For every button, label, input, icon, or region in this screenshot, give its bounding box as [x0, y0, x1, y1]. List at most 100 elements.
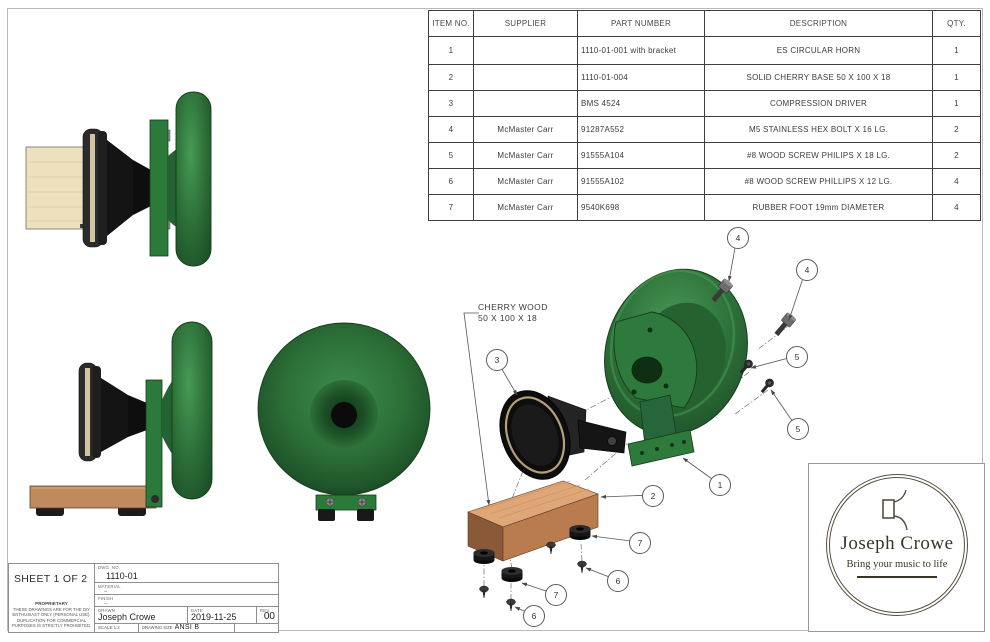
dwg-no-label: DWG. NO.	[98, 565, 121, 570]
bom-row: 4 McMaster Carr 91287A552 M5 STAINLESS H…	[428, 116, 981, 143]
bom-cell-part: 91555A102	[577, 168, 705, 195]
scale-row: SCALE:1:2 DRAWING SIZE ANSI B	[95, 623, 278, 632]
logo-brand-name: Joseph Crowe	[840, 533, 954, 554]
bom-cell-desc: M5 STAINLESS HEX BOLT X 16 LG.	[704, 116, 933, 143]
sheet-border	[7, 8, 983, 631]
bom-header-supplier: SUPPLIER	[473, 10, 578, 37]
bom-row: 7 McMaster Carr 9540K698 RUBBER FOOT 19m…	[428, 194, 981, 221]
bom-cell-item: 7	[428, 194, 474, 221]
rev-cell: REV. 00	[256, 607, 278, 623]
balloon-callout: 7	[545, 584, 567, 606]
proprietary-note: PROPRIETARY THESE DRAWINGS ARE FOR THE D…	[11, 601, 92, 629]
bom-cell-qty: 2	[932, 116, 981, 143]
dwg-no-value: 1110-01	[106, 571, 138, 581]
balloon-callout: 5	[786, 346, 808, 368]
bom-header-desc: DESCRIPTION	[704, 10, 933, 37]
finish-value: --	[104, 601, 108, 608]
bom-cell-part: 91555A104	[577, 142, 705, 169]
balloon-callout: 6	[523, 605, 545, 627]
date-value: 2019-11-25	[191, 612, 237, 623]
bom-table: ITEM NO. SUPPLIER PART NUMBER DESCRIPTIO…	[428, 10, 981, 221]
bom-cell-item: 6	[428, 168, 474, 195]
bom-row: 6 McMaster Carr 91555A102 #8 WOOD SCREW …	[428, 168, 981, 195]
logo-tagline: Bring your music to life	[846, 559, 948, 570]
cherry-wood-label-line1: CHERRY WOOD	[478, 302, 548, 312]
bom-cell-item: 5	[428, 142, 474, 169]
balloon-callout: 3	[486, 349, 508, 371]
bom-header-item: ITEM NO.	[428, 10, 474, 37]
exploded-wood-base	[467, 480, 599, 562]
bom-cell-desc: #8 WOOD SCREW PHILLIPS X 12 LG.	[704, 168, 933, 195]
bom-cell-desc: SOLID CHERRY BASE 50 X 100 X 18	[704, 64, 933, 91]
logo-circle: Joseph Crowe Bring your music to life	[826, 474, 968, 616]
bom-row: 3 BMS 4524 COMPRESSION DRIVER 1	[428, 90, 981, 117]
bom-header-qty: QTY.	[932, 10, 981, 37]
view-side-standing	[29, 321, 213, 516]
scale-row-blank-cell	[234, 623, 278, 632]
rev-label: REV.	[260, 608, 271, 614]
bom-cell-item: 1	[428, 36, 474, 65]
bom-cell-supplier	[473, 36, 578, 65]
balloon-callout: 7	[629, 532, 651, 554]
bom-header-row: ITEM NO. SUPPLIER PART NUMBER DESCRIPTIO…	[428, 10, 981, 37]
exploded-mount-screws	[739, 359, 774, 394]
title-block-right: DWG. NO. 1110-01 MATERIAL -- FINISH -- D…	[95, 564, 278, 632]
bom-cell-supplier: McMaster Carr	[473, 142, 578, 169]
bom-cell-part: 1110-01-004	[577, 64, 705, 91]
bom-cell-qty: 4	[932, 194, 981, 221]
bom-cell-part: BMS 4524	[577, 90, 705, 117]
logo-underline	[857, 576, 937, 578]
drawn-value: Joseph Crowe	[98, 612, 156, 623]
balloon-callout: 1	[709, 474, 731, 496]
balloon-callout: 5	[787, 418, 809, 440]
scale-cell: SCALE:1:2	[98, 625, 120, 631]
exploded-wood-screws	[479, 541, 587, 612]
logo-box: Joseph Crowe Bring your music to life	[808, 463, 985, 632]
bom-cell-desc: COMPRESSION DRIVER	[704, 90, 933, 117]
date-label: DATE	[191, 608, 203, 614]
exploded-hex-bolts	[711, 278, 796, 337]
logo-circle-inner: Joseph Crowe Bring your music to life	[829, 477, 965, 613]
bom-cell-item: 4	[428, 116, 474, 143]
balloon-callout: 4	[796, 259, 818, 281]
bom-row: 1 1110-01-001 with bracket ES CIRCULAR H…	[428, 36, 981, 65]
bom-cell-item: 3	[428, 90, 474, 117]
bom-cell-part: 1110-01-001 with bracket	[577, 36, 705, 65]
sheet-number: SHEET 1 OF 2	[14, 573, 88, 585]
bom-cell-desc: #8 WOOD SCREW PHILIPS X 18 LG.	[704, 142, 933, 169]
bom-row: 5 McMaster Carr 91555A104 #8 WOOD SCREW …	[428, 142, 981, 169]
material-value: --	[104, 588, 108, 595]
bom-cell-qty: 1	[932, 64, 981, 91]
exploded-rubber-feet	[473, 525, 591, 582]
bom-cell-item: 2	[428, 64, 474, 91]
bom-row: 2 1110-01-004 SOLID CHERRY BASE 50 X 100…	[428, 64, 981, 91]
bom-cell-desc: ES CIRCULAR HORN	[704, 36, 933, 65]
cherry-wood-label-line2: 50 X 100 X 18	[478, 312, 538, 323]
view-front	[257, 322, 431, 521]
material-label: MATERIAL	[98, 583, 121, 589]
drawn-row: DRAWN Joseph Crowe DATE 2019-11-25 REV. …	[95, 607, 278, 624]
cherry-wood-label: CHERRY WOOD 50 X 100 X 18	[478, 302, 548, 323]
dwg-no-row: DWG. NO. 1110-01	[95, 564, 278, 583]
bom-cell-supplier	[473, 90, 578, 117]
bom-cell-supplier: McMaster Carr	[473, 194, 578, 221]
bom-cell-qty: 1	[932, 90, 981, 117]
horn-icon	[882, 490, 908, 531]
balloon-callout: 4	[727, 227, 749, 249]
exploded-driver	[499, 390, 627, 480]
proprietary-text: THESE DRAWINGS ARE FOR THE DIY ENTHUSIAS…	[11, 606, 92, 629]
proprietary-title: PROPRIETARY	[35, 600, 68, 606]
bom-cell-qty: 4	[932, 168, 981, 195]
date-cell: DATE 2019-11-25	[187, 607, 256, 623]
drawing-size-label: DRAWING SIZE	[142, 625, 173, 631]
bom-header-part: PART NUMBER	[577, 10, 705, 37]
drawn-cell: DRAWN Joseph Crowe	[95, 607, 187, 622]
title-block-left: SHEET 1 OF 2 PROPRIETARY THESE DRAWINGS …	[9, 564, 95, 632]
bom-cell-part: 9540K698	[577, 194, 705, 221]
drawn-label: DRAWN	[98, 608, 116, 614]
drawing-size-cell: DRAWING SIZE ANSI B	[138, 623, 234, 632]
drawing-size-value: ANSI B	[174, 624, 200, 632]
bom-cell-supplier: McMaster Carr	[473, 168, 578, 195]
finish-row: FINISH --	[95, 595, 278, 608]
